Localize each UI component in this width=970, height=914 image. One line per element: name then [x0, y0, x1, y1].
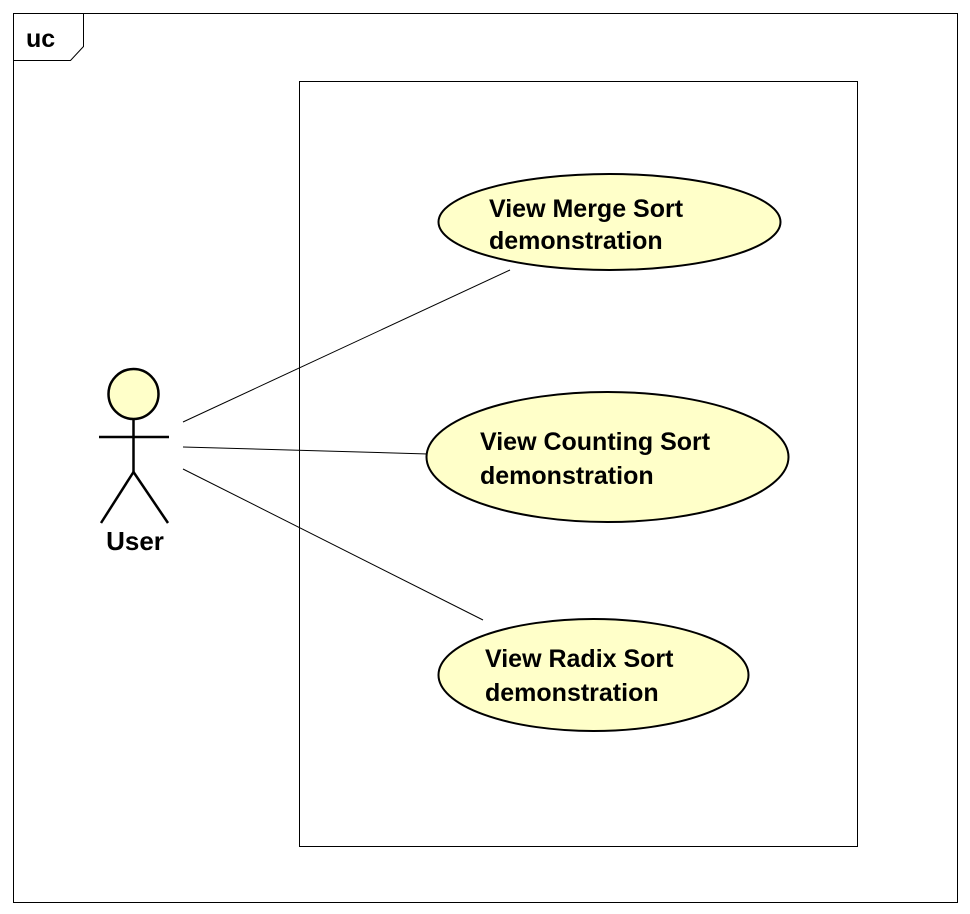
association-radix-sort: [182, 468, 484, 621]
association-merge-sort: [182, 269, 511, 423]
actor-right-leg: [132, 471, 170, 524]
actor-label: User: [106, 526, 164, 556]
actor-head: [107, 367, 160, 421]
use-case-ellipse: [437, 618, 750, 732]
use-case-label-line1: View Counting Sort: [480, 428, 711, 456]
actor-user[interactable]: User: [99, 367, 170, 556]
use-case-label-line1: View Merge Sort: [489, 195, 684, 223]
frame-label-tab: [13, 13, 84, 61]
use-case-ellipse: [425, 391, 790, 523]
frame-label: uc: [26, 25, 55, 53]
association-counting-sort: [182, 446, 429, 455]
use-case-counting-sort[interactable]: View Counting Sort demonstration: [425, 391, 790, 523]
use-case-merge-sort[interactable]: View Merge Sort demonstration: [437, 173, 782, 271]
use-case-label-line2: demonstration: [480, 462, 654, 490]
use-case-label-line2: demonstration: [485, 679, 659, 707]
use-case-radix-sort[interactable]: View Radix Sort demonstration: [437, 618, 750, 732]
use-case-ellipse: [437, 173, 782, 271]
use-case-label-line2: demonstration: [489, 227, 663, 255]
use-case-label-line1: View Radix Sort: [485, 645, 674, 673]
actor-left-leg: [99, 471, 135, 524]
